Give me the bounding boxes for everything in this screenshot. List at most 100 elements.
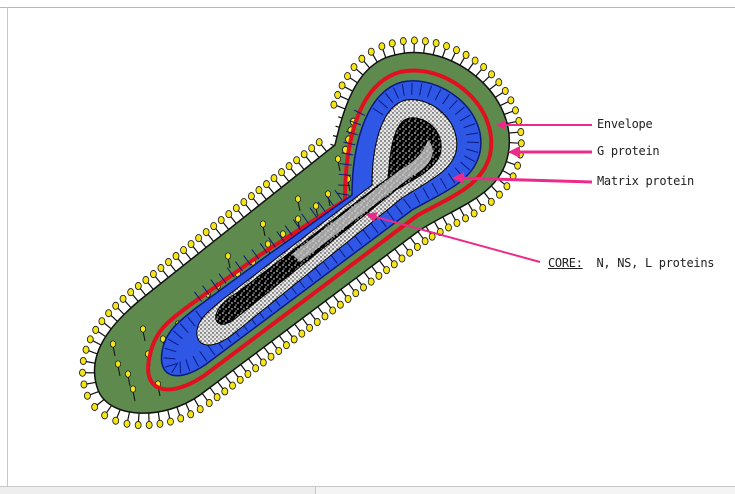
g-protein-label: G protein: [597, 144, 659, 158]
spike-head: [188, 411, 194, 418]
spike-head: [488, 198, 494, 205]
spike-head: [291, 336, 297, 343]
core-proteins-label: N, NS, L proteins: [596, 256, 714, 270]
spike-head: [99, 318, 105, 325]
spike-head: [368, 48, 374, 55]
spike-head: [462, 215, 468, 222]
spike-head: [225, 253, 230, 259]
spike-head: [196, 234, 202, 241]
spike-head: [241, 199, 247, 206]
spike-head: [351, 64, 357, 71]
spike-head: [384, 266, 390, 273]
spike-head: [203, 228, 209, 235]
virion: [80, 37, 525, 429]
spike-head: [93, 326, 99, 333]
spike-head: [518, 128, 524, 135]
spike-head: [368, 278, 374, 285]
spike-head: [379, 43, 385, 50]
spike-head: [389, 40, 395, 47]
spike-head: [276, 347, 282, 354]
spike-head: [399, 255, 405, 262]
matrix-stripe: [467, 142, 479, 143]
spike-head: [286, 163, 292, 170]
spike-head: [135, 282, 141, 289]
spike-head: [237, 376, 243, 383]
spike-head: [422, 38, 428, 45]
core-prefix-label: CORE:: [548, 256, 583, 270]
spike-head: [414, 243, 420, 250]
spike-head: [280, 231, 285, 237]
spike-head: [481, 63, 487, 70]
spike-head: [283, 342, 289, 349]
spike-head: [80, 357, 86, 364]
spike-head: [226, 211, 232, 218]
spike-head: [167, 418, 173, 425]
spike-head: [411, 37, 417, 44]
spike-head: [295, 196, 300, 202]
spike-head: [496, 79, 502, 86]
spike-head: [80, 369, 86, 376]
spike-head: [188, 240, 194, 247]
spike-head: [309, 145, 315, 152]
spike-head: [173, 252, 179, 259]
spike-head: [313, 203, 318, 209]
spike-head: [197, 406, 203, 413]
spike-head: [299, 330, 305, 337]
spike-head: [130, 386, 135, 392]
spike-head: [113, 302, 119, 309]
spike-head: [307, 324, 313, 331]
spike-head: [146, 421, 152, 428]
spike-head: [391, 261, 397, 268]
matrix-stripe: [338, 185, 350, 186]
spike-head: [230, 382, 236, 389]
core-label: CORE: N, NS, L proteins: [548, 256, 714, 270]
spike-head: [279, 169, 285, 176]
spike-head: [331, 101, 337, 108]
spike-head: [330, 307, 336, 314]
spike-head: [472, 57, 478, 64]
spike-head: [496, 191, 502, 198]
spike-head: [211, 222, 217, 229]
spike-head: [400, 38, 406, 45]
spike-head: [106, 310, 112, 317]
spike-head: [233, 205, 239, 212]
spike-head: [181, 246, 187, 253]
spike-head: [81, 381, 87, 388]
spike-head: [260, 221, 265, 227]
spike-head: [135, 421, 141, 428]
spike-head: [140, 326, 145, 332]
spike-head: [337, 301, 343, 308]
spike-head: [429, 233, 435, 240]
spike-head: [314, 318, 320, 325]
spike-head: [271, 175, 277, 182]
spike-head: [83, 346, 89, 353]
spike-head: [489, 71, 495, 78]
matrix-protein-label: Matrix protein: [597, 174, 694, 188]
spike-head: [222, 388, 228, 395]
spike-head: [360, 284, 366, 291]
spike-head: [480, 204, 486, 211]
spike-head: [218, 217, 224, 224]
spike-head: [110, 341, 115, 347]
spike-head: [206, 399, 212, 406]
spike-head: [263, 181, 269, 188]
spike-head: [353, 290, 359, 297]
spike-head: [115, 361, 120, 367]
spike-head: [87, 336, 93, 343]
spike-head: [463, 51, 469, 58]
spike-head: [344, 73, 350, 80]
spike-head: [178, 415, 184, 422]
spike-head: [268, 353, 274, 360]
spike-head: [125, 371, 130, 377]
spike-head: [84, 392, 90, 399]
spike-head: [295, 216, 300, 222]
spike-head: [102, 412, 108, 419]
spike-head: [301, 151, 307, 158]
spike-head: [294, 157, 300, 164]
spike-head: [335, 91, 341, 98]
spike-head: [150, 270, 156, 277]
spike-head: [214, 394, 220, 401]
spike-head: [345, 295, 351, 302]
spike-head: [245, 370, 251, 377]
spike-head: [454, 46, 460, 53]
